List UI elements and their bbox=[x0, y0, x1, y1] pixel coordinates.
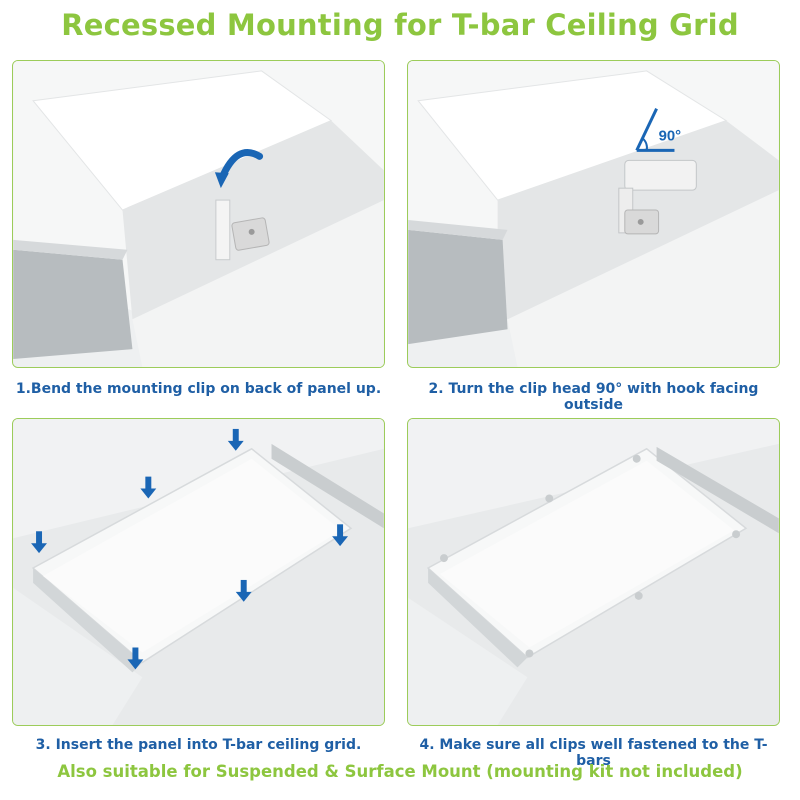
step-2-illustration: 90° bbox=[408, 61, 779, 367]
down-arrow-icon bbox=[31, 543, 47, 554]
down-arrow-icon bbox=[36, 531, 43, 546]
down-arrow-icon bbox=[337, 524, 344, 539]
step-1-illustration bbox=[13, 61, 384, 367]
angle-indicator-icon bbox=[635, 108, 675, 152]
down-arrow-icon bbox=[145, 476, 152, 491]
step-1-caption: 1.Bend the mounting clip on back of pane… bbox=[15, 381, 382, 397]
down-arrow-icon bbox=[332, 536, 349, 547]
page-title: Recessed Mounting for T-bar Ceiling Grid bbox=[61, 8, 739, 42]
angle-label: 90° bbox=[659, 128, 682, 144]
down-arrow-icon bbox=[232, 428, 239, 443]
step-4-caption: 4. Make sure all clips well fastened to … bbox=[419, 737, 768, 769]
step-4-image bbox=[407, 418, 780, 726]
arrow-group bbox=[31, 428, 349, 670]
step-1-image bbox=[12, 60, 385, 368]
down-arrow-icon bbox=[132, 647, 139, 662]
step-2-caption: 2. Turn the clip head 90° with hook faci… bbox=[428, 381, 759, 413]
step-3-caption: 3. Insert the panel into T-bar ceiling g… bbox=[35, 737, 362, 753]
footer-note: Also suitable for Suspended & Surface Mo… bbox=[57, 762, 743, 781]
curved-arrow-icon bbox=[218, 149, 264, 182]
step-2-image: 90° bbox=[407, 60, 780, 368]
step-3-image bbox=[12, 418, 385, 726]
down-arrow-icon bbox=[235, 591, 252, 602]
down-arrow-icon bbox=[127, 659, 144, 670]
step-3-illustration bbox=[13, 419, 384, 725]
down-arrow-icon bbox=[140, 488, 157, 499]
down-arrow-icon bbox=[227, 440, 244, 451]
down-arrow-icon bbox=[240, 579, 247, 594]
step-4-illustration bbox=[408, 419, 779, 725]
